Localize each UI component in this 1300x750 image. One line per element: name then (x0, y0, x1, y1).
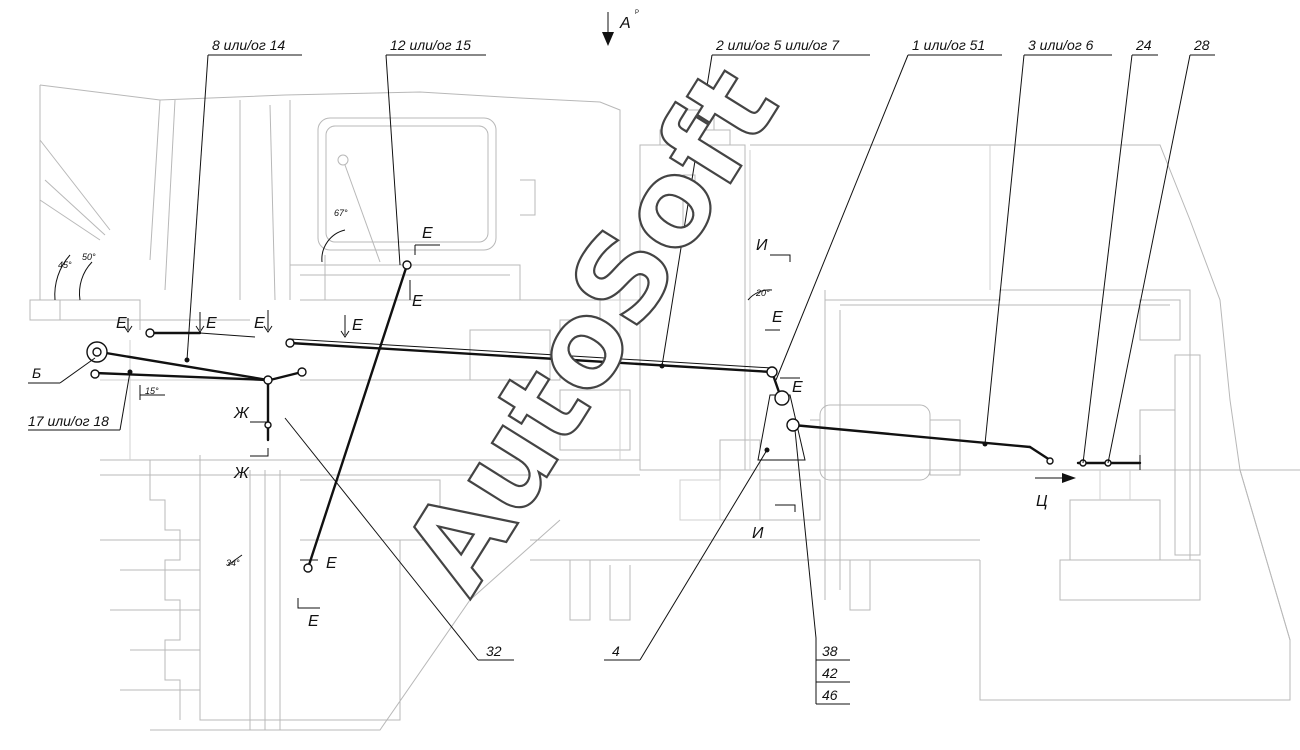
callout-38: 38 (822, 643, 838, 659)
linkage-joints (86, 260, 1112, 573)
section-e-8: Е (792, 379, 803, 396)
callout-42: 42 (822, 665, 838, 681)
rod-2-5-7 (288, 341, 774, 374)
linkage-rods (93, 263, 1142, 570)
section-e-5: Е (422, 225, 433, 242)
callout-12-15: 12 или/ог 15 (390, 37, 471, 53)
section-zh-2: Ж (233, 465, 250, 482)
callout-28: 28 (1193, 37, 1210, 53)
rod-17-18 (93, 371, 270, 382)
view-note: Р (635, 10, 639, 16)
section-e-9: Е (326, 555, 337, 572)
callout-24: 24 (1135, 37, 1152, 53)
callout-3-6: 3 или/ог 6 (1028, 37, 1094, 53)
section-e-3: Е (254, 315, 265, 332)
section-markers (54, 12, 1076, 609)
callout-1-51: 1 или/ог 51 (912, 37, 985, 53)
section-e-2: Е (206, 315, 217, 332)
angle-67: 67° (334, 208, 348, 218)
angle-34: 34° (226, 558, 240, 568)
section-i-2: И (752, 525, 764, 542)
callout-2-5-7: 2 или/ог 5 или/ог 7 (715, 37, 840, 53)
callout-32: 32 (486, 643, 502, 659)
section-ts: Ц (1036, 493, 1048, 510)
section-e-6: Е (412, 293, 423, 310)
rod-8-14 (98, 350, 270, 382)
callout-b: Б (32, 365, 41, 381)
callout-labels: 8 или/ог 14 12 или/ог 15 2 или/ог 5 или/… (28, 10, 1210, 703)
angle-15: 15° (145, 386, 159, 396)
section-i-1: И (756, 237, 768, 254)
section-e-10: Е (308, 613, 319, 630)
callout-4: 4 (612, 643, 620, 659)
leader-lines (28, 54, 1215, 705)
callout-8-14: 8 или/ог 14 (212, 37, 285, 53)
view-label-a: А (619, 15, 631, 32)
rod-12-15 (306, 263, 409, 570)
angle-20: 20° (755, 288, 770, 298)
section-e-1: Е (116, 315, 127, 332)
callout-17-18: 17 или/ог 18 (28, 413, 109, 429)
angle-50: 50° (82, 252, 96, 262)
watermark: AutoSoft (377, 44, 805, 615)
section-e-7: Е (772, 309, 783, 326)
section-e-4: Е (352, 317, 363, 334)
section-zh-1: Ж (233, 405, 250, 422)
angle-45: 45° (58, 260, 72, 270)
callout-46: 46 (822, 687, 838, 703)
rod-3-6 (791, 423, 1032, 449)
